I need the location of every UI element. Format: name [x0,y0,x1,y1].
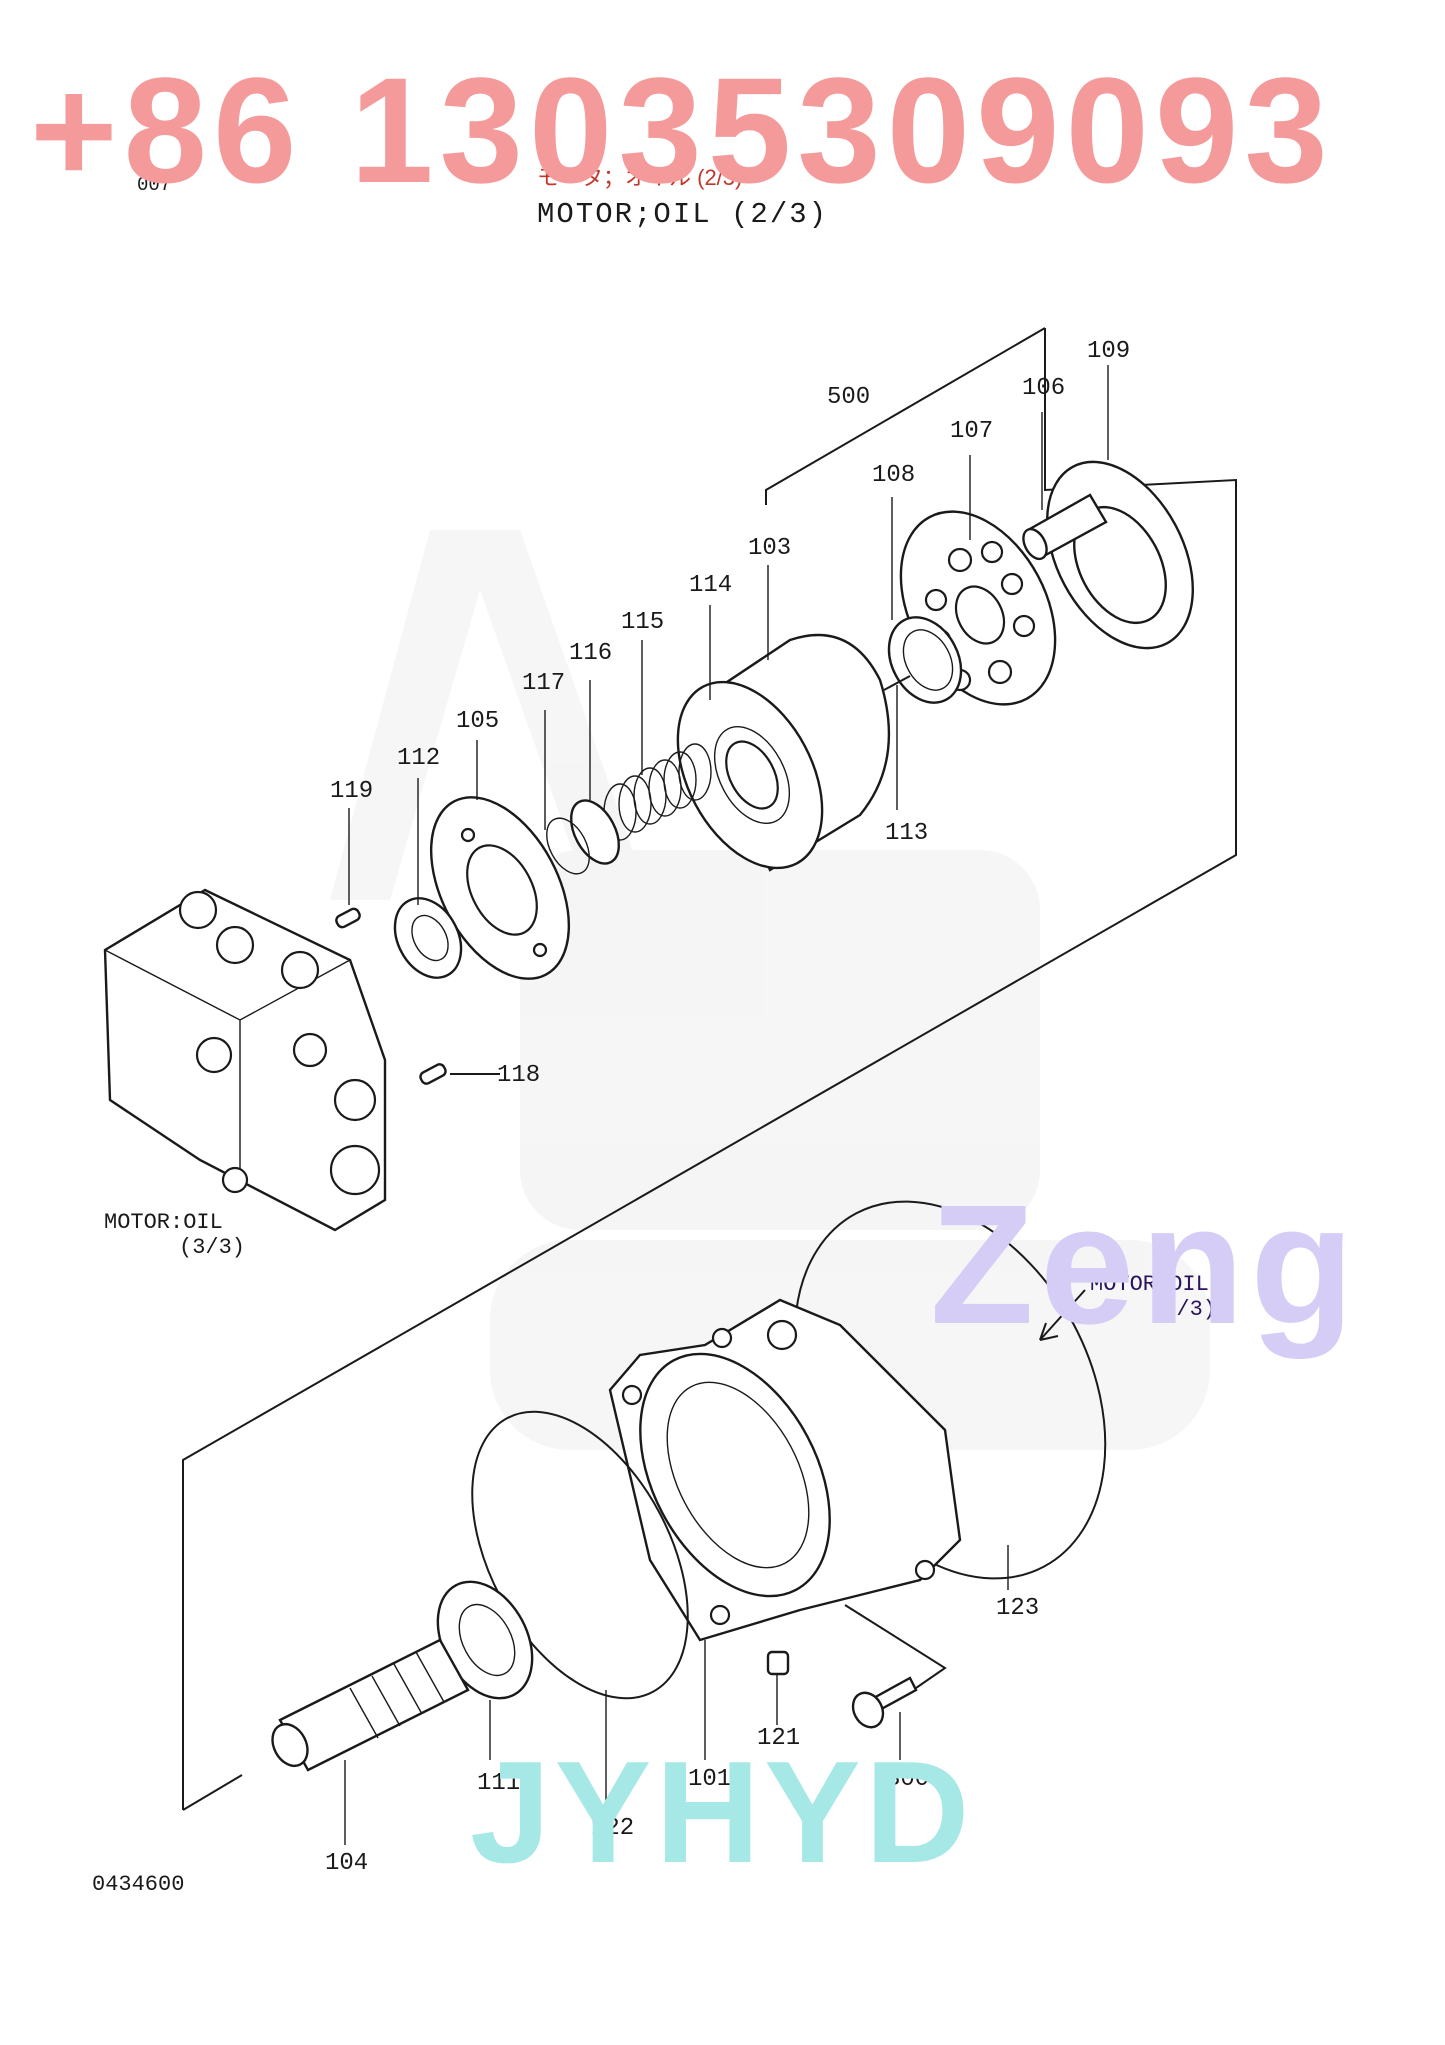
callout-114: 114 [689,572,733,599]
reference-motor-oil-3-3: MOTOR:OIL (3/3) [104,1210,245,1260]
part-103-cylinder-block [676,633,891,872]
reference-arrow-1-3 [1039,1289,1086,1341]
reference-label: MOTOR:OIL [104,1210,223,1235]
callout-118: 118 [497,1062,541,1089]
callout-116: 116 [569,640,613,667]
callout-103: 103 [748,535,792,562]
callout-117: 117 [522,670,566,697]
callout-104: 104 [325,1850,369,1877]
assembly-500-bracket [765,327,1046,505]
contact-phone-banner: +86 13035309093 [30,46,1334,214]
bolt-300-bracket [844,1604,947,1689]
callout-111: 111 [477,1770,521,1797]
callout-leaders [344,365,1109,1845]
reference-sheet: (1/3) [1150,1297,1217,1322]
watermark-jyhyd: JYHYD [470,1731,974,1893]
callout-115: 115 [621,609,665,636]
part-108-needle-bearing [883,616,963,704]
part-118-pin [419,1063,447,1085]
valve-block-assembly [103,888,387,1232]
part-106-pin [1022,493,1108,561]
upper-assembly-boundary [182,328,1237,1810]
part-105-plate [429,796,571,980]
part-300-bolt [851,1676,918,1729]
callout-113: 113 [885,820,929,847]
page-title: MOTOR;OIL (2/3) [537,198,829,231]
page-number: 007 [137,174,172,196]
callout-121: 121 [757,1725,801,1752]
title-japanese: モータ；オイル (2/3) [537,165,743,190]
part-112-ball-bearing [393,897,463,979]
callout-119: 119 [330,778,374,805]
part-115-spring [603,743,712,841]
callout-107: 107 [950,418,994,445]
part-104-shaft [271,1638,470,1772]
callout-122: 122 [591,1815,635,1842]
part-101-motor-casing [608,1298,962,1642]
callout-500: 500 [827,384,871,411]
callout-106: 106 [1022,375,1066,402]
reference-motor-oil-1-3: MOTOR:OIL (1/3) [1090,1272,1216,1322]
lower-frame-bottom [182,1774,243,1811]
callout-112: 112 [397,745,441,772]
part-117-snap-ring [546,817,590,875]
callout-105: 105 [456,708,500,735]
reference-sheet: (3/3) [179,1235,246,1260]
part-116-ring [569,799,621,865]
figure-number: 0434600 [92,1872,185,1897]
part-119-pin [335,907,361,929]
reference-arrowhead-1-3 [1039,1322,1059,1341]
part-121-plug [766,1650,790,1676]
callout-101: 101 [688,1766,732,1793]
reference-label: MOTOR:OIL [1090,1272,1209,1297]
callout-109: 109 [1087,338,1131,365]
callout-123: 123 [996,1595,1040,1622]
callout-300: 300 [886,1766,930,1793]
callout-108: 108 [872,462,916,489]
watermark-zeng: Zeng [930,1170,1361,1360]
